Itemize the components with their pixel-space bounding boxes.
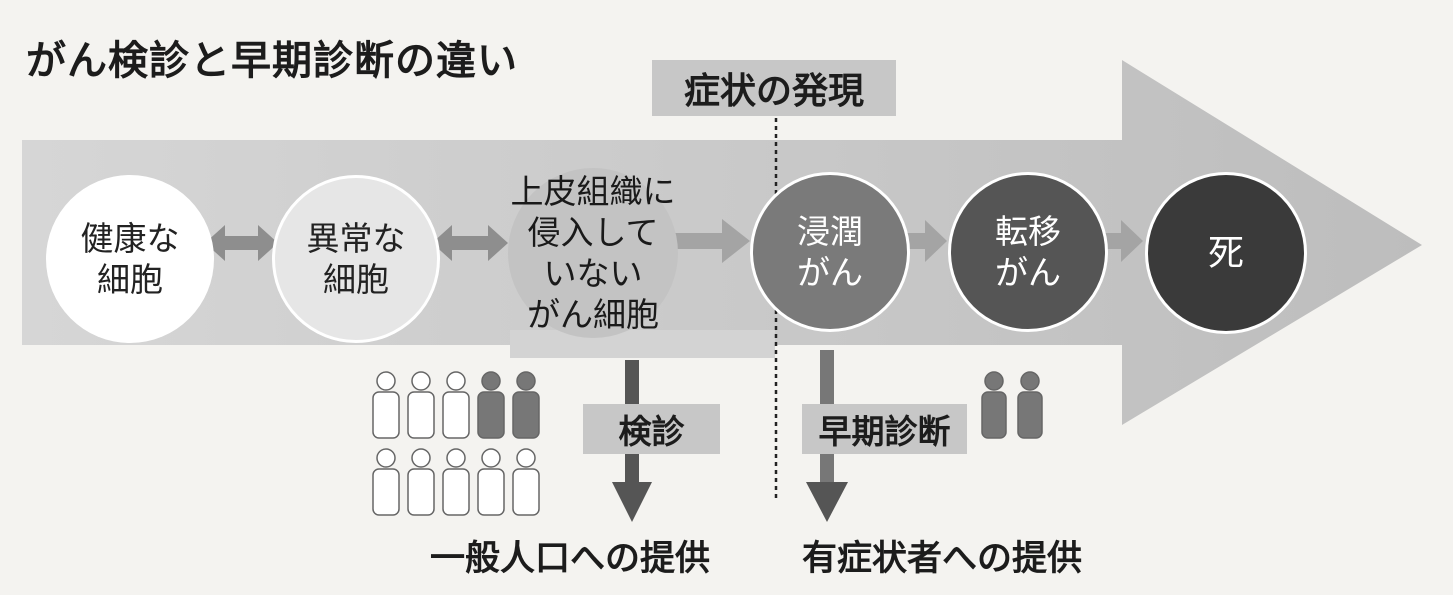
early-diagnosis-target-label: 有症状者への提供 xyxy=(802,539,1083,579)
stage-label: 浸潤 がん xyxy=(797,211,863,292)
stage-noninvasive-cancer: 上皮組織に 侵入して いない がん細胞 xyxy=(508,168,678,338)
population-icons xyxy=(372,371,540,516)
arrow-right-icon xyxy=(662,219,750,263)
screening-label: 検診 xyxy=(583,404,720,454)
stage-invasive-cancer: 浸潤 がん xyxy=(750,172,910,332)
stage-label: 転移 がん xyxy=(995,211,1061,292)
stage-healthy-cells: 健康な 細胞 xyxy=(46,175,214,343)
stage-label: 死 xyxy=(1207,232,1244,274)
double-arrow-icon xyxy=(205,225,278,261)
screening-target-label: 一般人口への提供 xyxy=(430,539,711,579)
stage-label: 異常な 細胞 xyxy=(306,218,406,299)
symptomatic-person-icons xyxy=(981,371,1043,439)
stage-metastatic-cancer: 転移 がん xyxy=(948,172,1108,332)
stage-label: 健康な 細胞 xyxy=(80,218,180,299)
stage-abnormal-cells: 異常な 細胞 xyxy=(272,175,440,343)
symptom-onset-label: 症状の発現 xyxy=(652,60,896,116)
double-arrow-icon xyxy=(432,225,508,261)
stage-label: 上皮組織に 侵入して いない がん細胞 xyxy=(510,171,676,335)
diagram-title: がん検診と早期診断の違い xyxy=(26,38,518,84)
arrow-right-icon xyxy=(1100,220,1143,262)
arrow-right-icon xyxy=(903,220,947,262)
screening-stage-tab xyxy=(510,330,775,358)
early-diagnosis-label: 早期診断 xyxy=(802,404,967,454)
stage-death: 死 xyxy=(1145,172,1307,334)
